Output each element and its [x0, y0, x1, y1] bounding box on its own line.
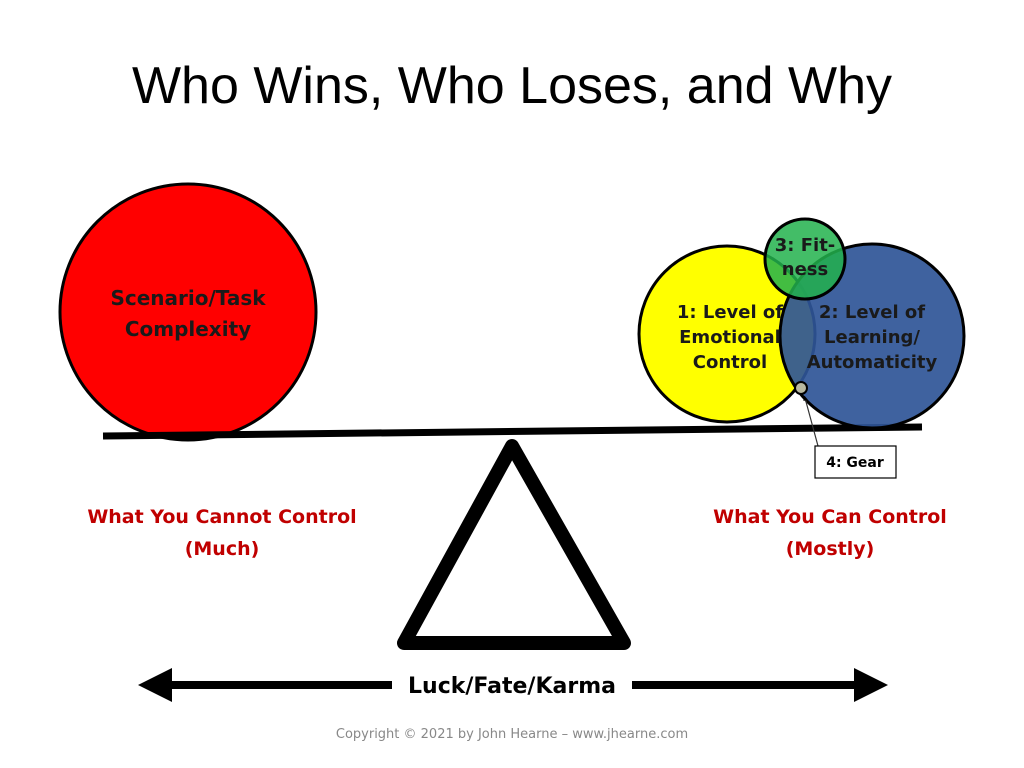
svg-text:2: Level of: 2: Level of [819, 302, 925, 323]
svg-text:Learning/: Learning/ [824, 327, 920, 348]
fulcrum-triangle [397, 439, 631, 650]
svg-text:Complexity: Complexity [125, 317, 251, 341]
copyright: Copyright © 2021 by John Hearne – www.jh… [336, 727, 688, 742]
right-caption-line1: What You Can Control [713, 506, 947, 528]
svg-text:ness: ness [782, 259, 828, 280]
scenario-complexity-circle: Scenario/Task Complexity [58, 182, 318, 442]
right-caption-line2: (Mostly) [786, 538, 875, 560]
svg-text:Control: Control [693, 352, 767, 373]
svg-text:Emotional: Emotional [679, 327, 781, 348]
svg-text:Scenario/Task: Scenario/Task [110, 286, 266, 310]
svg-text:1: Level of: 1: Level of [677, 302, 783, 323]
fitness-circle [763, 217, 847, 301]
seesaw-beam [102, 423, 923, 440]
svg-text:Automaticity: Automaticity [807, 352, 938, 373]
right-arrow-icon [854, 668, 888, 702]
left-caption-line2: (Much) [185, 538, 260, 560]
gear-label: 4: Gear [826, 455, 884, 471]
svg-text:3: Fit-: 3: Fit- [775, 235, 836, 256]
controllable-factors: 1: Level of Emotional Control 2: Level o… [637, 217, 966, 430]
gear-circle [794, 381, 808, 395]
gear-label-box [814, 445, 897, 479]
page-title: Who Wins, Who Loses, and Why [132, 57, 892, 115]
gear-callout-arrow [803, 395, 819, 447]
left-caption-line1: What You Cannot Control [87, 506, 356, 528]
luck-label: Luck/Fate/Karma [408, 674, 616, 699]
left-arrow-icon [138, 668, 172, 702]
